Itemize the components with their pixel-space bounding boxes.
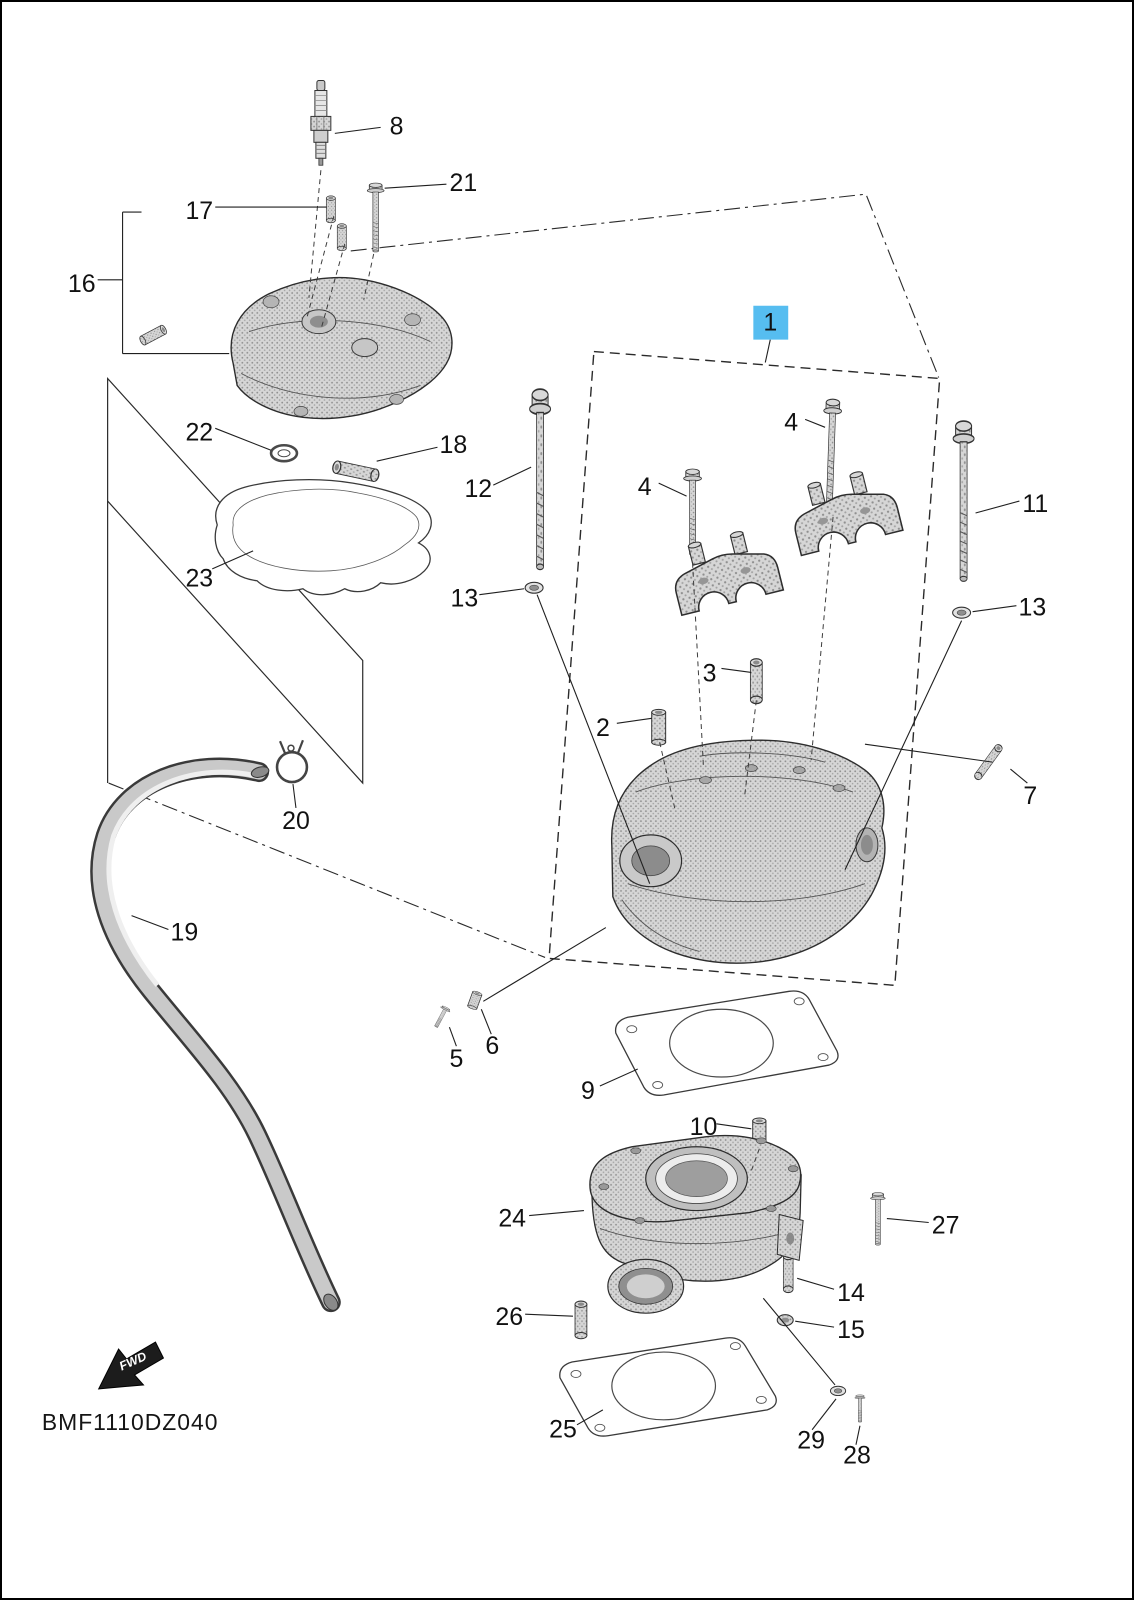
callout-16[interactable]: 16 bbox=[68, 270, 96, 298]
callout-14[interactable]: 14 bbox=[837, 1279, 865, 1307]
part-9-head-gasket bbox=[614, 990, 839, 1096]
callout-10[interactable]: 10 bbox=[690, 1113, 718, 1141]
part-cam-cap-intake bbox=[664, 523, 785, 616]
part-24-cylinder bbox=[589, 1134, 804, 1314]
leader-lines bbox=[97, 126, 1028, 1445]
part-2-dowel bbox=[651, 708, 667, 746]
part-4-bolt-b bbox=[819, 398, 843, 507]
callout-2[interactable]: 2 bbox=[596, 714, 610, 742]
callout-17[interactable]: 17 bbox=[185, 197, 213, 225]
callout-1[interactable]: 1 bbox=[763, 309, 777, 337]
part-12-bolt bbox=[528, 388, 552, 571]
callout-25[interactable]: 25 bbox=[549, 1416, 577, 1444]
callout-9[interactable]: 9 bbox=[581, 1077, 595, 1105]
part-16-grommet bbox=[138, 323, 169, 347]
callout-26[interactable]: 26 bbox=[495, 1303, 523, 1331]
callout-3[interactable]: 3 bbox=[703, 659, 717, 687]
hole-alignment-lines bbox=[306, 170, 834, 1171]
part-23-head-cover-gasket bbox=[214, 479, 432, 596]
construction-lines bbox=[108, 193, 940, 958]
part-cylinder-head bbox=[611, 739, 886, 964]
part-18-grommet bbox=[331, 459, 381, 483]
part-8-spark-plug bbox=[310, 80, 332, 166]
part-5-bolt bbox=[431, 1004, 452, 1030]
callout-19[interactable]: 19 bbox=[170, 919, 198, 947]
part-17-dowel-b bbox=[336, 223, 347, 252]
part-cam-cap-exhaust bbox=[784, 463, 904, 557]
callout-23[interactable]: 23 bbox=[185, 565, 213, 593]
callout-1-highlight[interactable] bbox=[753, 305, 789, 340]
part-14-pin bbox=[782, 1252, 794, 1294]
part-13-washer-b bbox=[952, 606, 972, 619]
callout-29[interactable]: 29 bbox=[797, 1427, 825, 1455]
part-29-washer bbox=[829, 1385, 847, 1397]
part-16-cylinder-head-cover bbox=[230, 276, 453, 420]
diagram-code: BMF1110DZ040 bbox=[42, 1409, 219, 1435]
callout-13a[interactable]: 13 bbox=[451, 585, 479, 613]
fwd-arrow-icon bbox=[97, 1341, 165, 1390]
part-19-breather-hose bbox=[90, 757, 341, 1313]
callout-15[interactable]: 15 bbox=[837, 1316, 865, 1344]
callout-4a[interactable]: 4 bbox=[638, 473, 652, 501]
callout-24[interactable]: 24 bbox=[498, 1204, 526, 1232]
callout-7[interactable]: 7 bbox=[1023, 782, 1037, 810]
callout-27[interactable]: 27 bbox=[932, 1211, 960, 1239]
part-25-cylinder-gasket bbox=[559, 1337, 777, 1437]
callout-4b[interactable]: 4 bbox=[784, 408, 798, 436]
fwd-marker: FWD bbox=[97, 1341, 165, 1390]
part-15-nut bbox=[776, 1314, 794, 1327]
assembly-box-part-1 bbox=[548, 350, 941, 987]
callout-20[interactable]: 20 bbox=[282, 807, 310, 835]
callout-22[interactable]: 22 bbox=[185, 418, 213, 446]
part-28-bolt bbox=[854, 1394, 866, 1423]
callout-11[interactable]: 11 bbox=[1022, 490, 1048, 518]
callout-6[interactable]: 6 bbox=[485, 1032, 499, 1060]
callout-12[interactable]: 12 bbox=[464, 475, 492, 503]
part-3-dowel bbox=[749, 658, 763, 705]
part-26-dowel bbox=[574, 1300, 588, 1340]
callout-13b[interactable]: 13 bbox=[1018, 594, 1046, 622]
part-6-cap bbox=[466, 989, 483, 1011]
callout-5[interactable]: 5 bbox=[449, 1045, 463, 1073]
callout-28[interactable]: 28 bbox=[843, 1442, 871, 1470]
callout-21[interactable]: 21 bbox=[450, 169, 478, 197]
part-21-bolt bbox=[366, 182, 385, 253]
callout-18[interactable]: 18 bbox=[440, 431, 468, 459]
part-20-hose-clamp bbox=[275, 739, 309, 784]
part-27-bolt bbox=[870, 1192, 886, 1246]
part-17-dowel-a bbox=[325, 195, 336, 224]
callout-8[interactable]: 8 bbox=[390, 112, 404, 140]
callout-labels: 1 2 3 4 4 5 6 7 8 9 10 11 12 13 13 14 15… bbox=[68, 112, 1048, 1469]
part-11-bolt bbox=[952, 420, 975, 583]
part-13-washer-a bbox=[524, 581, 544, 594]
part-22-grommet-seal bbox=[269, 443, 299, 463]
